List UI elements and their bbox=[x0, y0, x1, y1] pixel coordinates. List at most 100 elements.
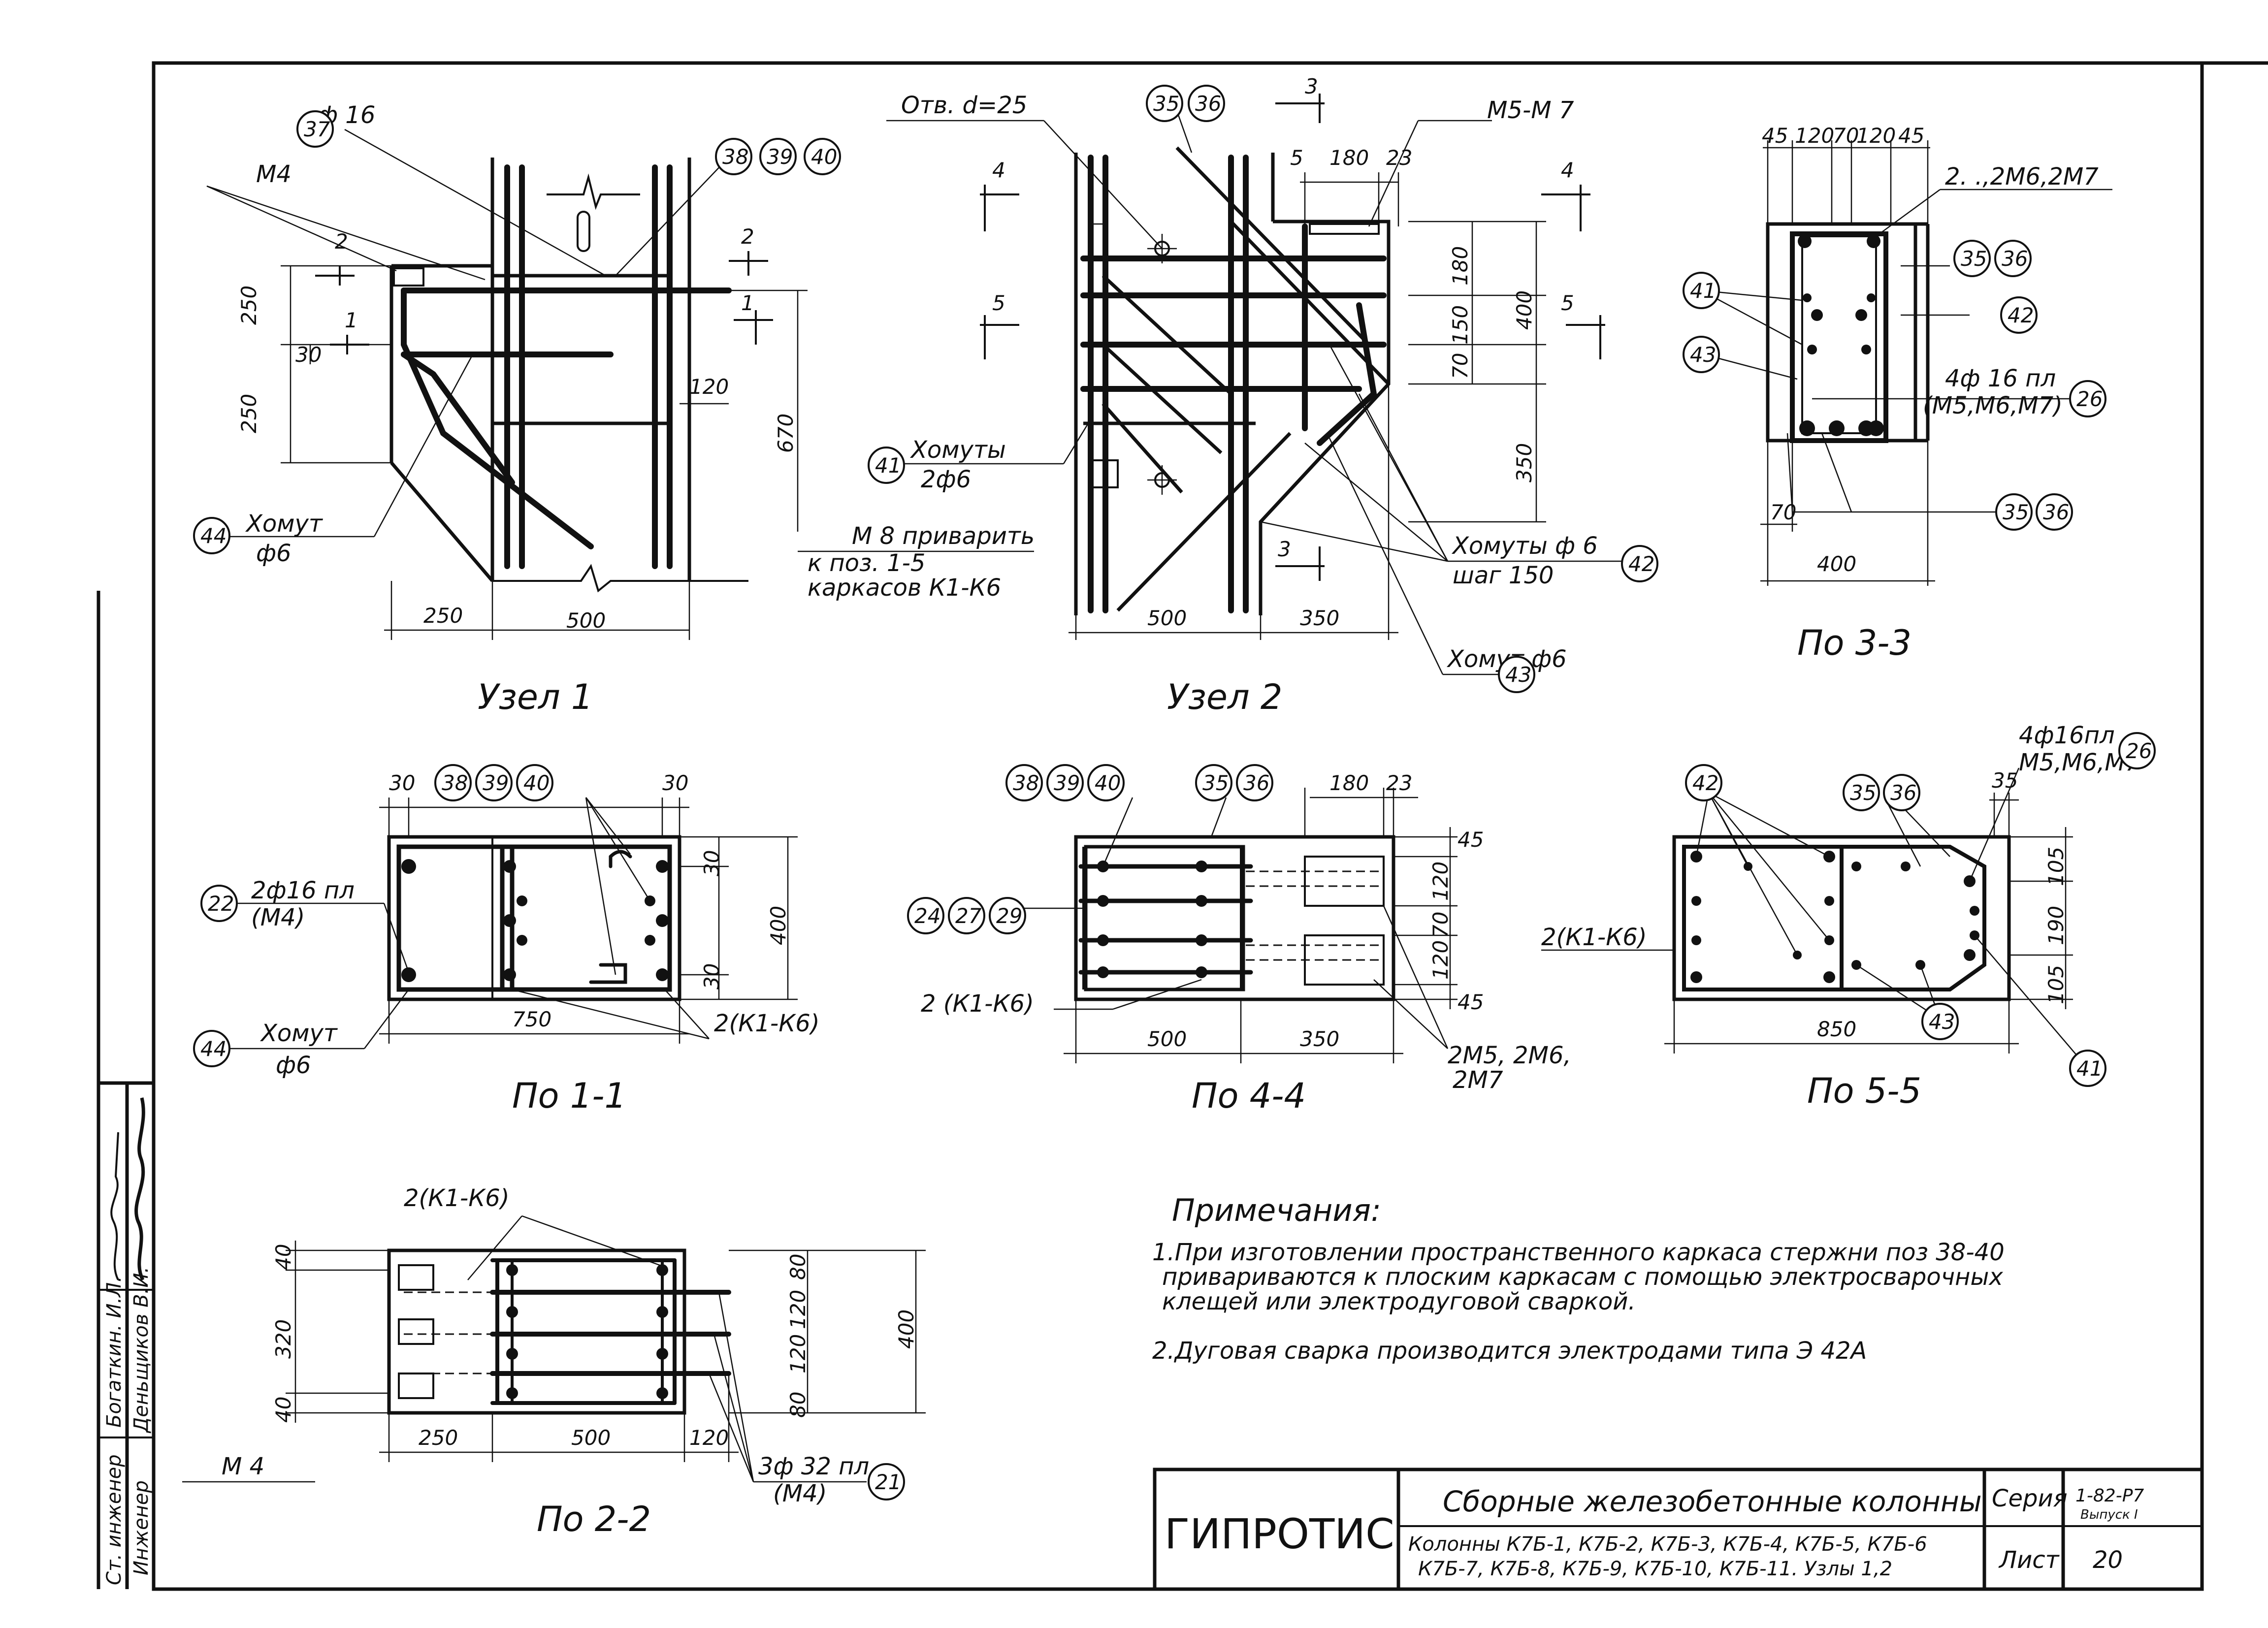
sec44-dim-350: 350 bbox=[1300, 1027, 1339, 1051]
node2-m5m7-label: М5-М 7 bbox=[1487, 96, 1574, 124]
note-2: 2.Дуговая сварка производится электродам… bbox=[1152, 1337, 1867, 1365]
signature-2 bbox=[134, 1097, 145, 1281]
node2-dim-23: 23 bbox=[1386, 146, 1412, 170]
sec44-title: По 4-4 bbox=[1192, 1076, 1306, 1116]
sec11-dim-750: 750 bbox=[512, 1007, 551, 1031]
sec55-dim-35: 35 bbox=[1992, 768, 2018, 793]
sec22-bars-sub: (М4) bbox=[773, 1480, 827, 1507]
svg-text:24: 24 bbox=[914, 904, 940, 928]
svg-text:29: 29 bbox=[996, 904, 1022, 928]
sec44-dim-180: 180 bbox=[1329, 771, 1369, 795]
sec44-callouts: 38 39 40 35 36 24 27 29 bbox=[907, 764, 1273, 934]
node2-dim-400: 400 bbox=[1512, 290, 1536, 330]
sec33-dim-120a: 120 bbox=[1795, 124, 1834, 148]
svg-text:39: 39 bbox=[1054, 771, 1080, 795]
sec55-dim-105b: 105 bbox=[2044, 965, 2068, 1004]
svg-text:40: 40 bbox=[523, 771, 550, 795]
sec55-dim-105a: 105 bbox=[2044, 847, 2068, 886]
node2-dim-350b: 350 bbox=[1300, 606, 1339, 630]
sec44-dim-120a: 120 bbox=[1428, 862, 1453, 901]
node-2-drawing: Отв. d=25 М5-М 7 3 4 4 5 5 3 5 180 23 18… bbox=[798, 74, 1658, 717]
node2-shag-label: шаг 150 bbox=[1453, 562, 1554, 589]
sec11-khomut-dia: ф6 bbox=[276, 1052, 311, 1079]
sec22-title: По 2-2 bbox=[537, 1499, 651, 1539]
node2-karkasov-label: каркасов К1-К6 bbox=[808, 574, 1001, 602]
svg-text:38: 38 bbox=[1013, 771, 1039, 795]
sec11-callouts: 22 38 39 40 44 bbox=[193, 764, 553, 1067]
sec44-dim-70: 70 bbox=[1428, 912, 1453, 938]
svg-text:37: 37 bbox=[304, 117, 330, 141]
sec11-karkas-label: 2(К1-К6) bbox=[714, 1010, 820, 1037]
node2-dim-500: 500 bbox=[1147, 606, 1187, 630]
svg-text:44: 44 bbox=[200, 524, 227, 548]
sec22-dim-120c: 120 bbox=[689, 1426, 729, 1450]
sec22-karkas-label: 2(К1-К6) bbox=[404, 1184, 510, 1212]
svg-text:35: 35 bbox=[1850, 781, 1876, 805]
svg-text:43: 43 bbox=[1690, 343, 1716, 367]
sec33-dim-45b: 45 bbox=[1898, 124, 1924, 148]
list-label: Лист bbox=[1998, 1546, 2060, 1574]
node2-dim-180a: 180 bbox=[1329, 146, 1369, 170]
node1-dim-250b: 250 bbox=[237, 394, 261, 433]
svg-text:38: 38 bbox=[722, 145, 748, 169]
sec11-bars-label: 2ф16 пл bbox=[251, 877, 355, 904]
seria-sub: Выпуск I bbox=[2080, 1507, 2138, 1522]
sec44-dim-120b: 120 bbox=[1428, 940, 1453, 980]
node1-khomut-label: Хомут bbox=[245, 510, 324, 538]
note-1-line-3: клещей или электродуговой сваркой. bbox=[1162, 1288, 1636, 1315]
node1-cut-2a: 2 bbox=[335, 229, 348, 254]
node2-cut-3a: 3 bbox=[1305, 74, 1318, 98]
stamp-role-2: Инженер bbox=[130, 1480, 153, 1575]
svg-text:39: 39 bbox=[483, 771, 509, 795]
node1-dim-670: 670 bbox=[774, 414, 798, 453]
sec55-karkas-label: 2(К1-К6) bbox=[1541, 924, 1647, 951]
node2-cut-3b: 3 bbox=[1278, 537, 1291, 561]
node1-callouts: 37 38 39 40 44 bbox=[193, 110, 841, 554]
sec33-bars-label: 4ф 16 пл bbox=[1945, 365, 2056, 392]
node1-dim-250c: 250 bbox=[423, 604, 463, 628]
svg-text:26: 26 bbox=[2076, 387, 2103, 411]
node2-cut-5b: 5 bbox=[1561, 291, 1574, 315]
node1-cut-2b: 2 bbox=[741, 224, 754, 249]
sec22-dim-400: 400 bbox=[894, 1309, 918, 1349]
sec11-dim-30b: 30 bbox=[662, 771, 688, 795]
node2-khomuty42-label: Хомуты ф 6 bbox=[1451, 532, 1598, 560]
svg-text:35: 35 bbox=[1202, 771, 1229, 795]
section-5-5-drawing: 35 105 190 105 850 2(К1-К6) 4ф16пл М5,М6… bbox=[1541, 722, 2156, 1111]
sec22-dim-40a: 40 bbox=[271, 1244, 295, 1270]
node2-cut-4b: 4 bbox=[1561, 158, 1574, 182]
sec22-dim-120a: 120 bbox=[786, 1290, 810, 1329]
sec11-dim-30c: 30 bbox=[700, 850, 724, 876]
sec33-title: По 3-3 bbox=[1797, 623, 1912, 663]
svg-text:36: 36 bbox=[1195, 92, 1221, 116]
svg-text:35: 35 bbox=[1961, 247, 1987, 271]
sec55-bars-label: 4ф16пл bbox=[2019, 722, 2115, 749]
sec22-dim-40b: 40 bbox=[271, 1397, 295, 1423]
sec33-dim-70v: 70 bbox=[1770, 500, 1796, 524]
sec11-dim-30a: 30 bbox=[389, 771, 415, 795]
sec22-m4-label: М 4 bbox=[222, 1453, 264, 1480]
stamp-name-2: Деньщиков В.И. bbox=[130, 1267, 153, 1434]
node2-kpoz-label: к поз. 1-5 bbox=[808, 549, 925, 577]
node2-cut-5a: 5 bbox=[992, 291, 1005, 315]
title-block: ГИПРОТИС Сборные железобетонные колонны … bbox=[1153, 1468, 2204, 1591]
sec33-callouts: 35 36 41 42 43 26 35 36 bbox=[1683, 240, 2106, 531]
svg-text:42: 42 bbox=[1628, 552, 1654, 576]
node2-dim-5: 5 bbox=[1290, 146, 1303, 170]
svg-text:43: 43 bbox=[1505, 663, 1531, 687]
node2-hole-label: Отв. d=25 bbox=[901, 92, 1027, 119]
seria-value: 1-82-Р7 bbox=[2075, 1486, 2144, 1506]
sec33-dim-70: 70 bbox=[1833, 124, 1859, 148]
drawing-name: Сборные железобетонные колонны bbox=[1443, 1485, 1982, 1518]
node2-cut-4a: 4 bbox=[992, 158, 1005, 182]
node2-callouts: 35 36 41 42 43 bbox=[868, 85, 1658, 693]
sec44-dim-45a: 45 bbox=[1458, 828, 1484, 852]
svg-text:40: 40 bbox=[811, 145, 837, 169]
node2-dim-150: 150 bbox=[1448, 305, 1472, 345]
seria-label: Серия bbox=[1992, 1485, 2068, 1512]
node1-m4-label: М4 bbox=[256, 160, 292, 188]
sec11-dim-30d: 30 bbox=[700, 963, 724, 990]
node2-khomuty41-dia: 2ф6 bbox=[921, 466, 971, 493]
sec44-dim-23: 23 bbox=[1386, 771, 1412, 795]
